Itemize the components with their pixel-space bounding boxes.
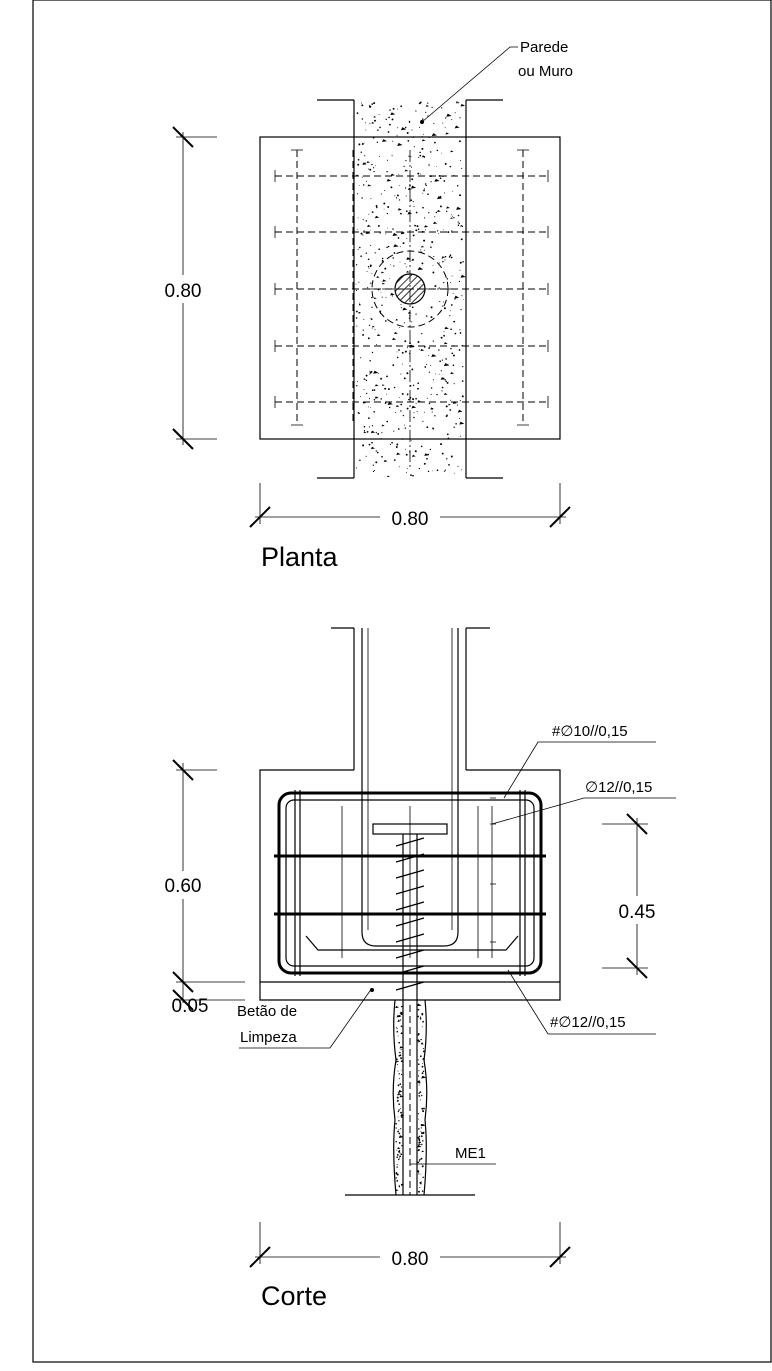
lean-concrete-label-1: Betão de [237,1003,297,1020]
section-footing-outline [259,769,561,1001]
plan-view: Parede ou Muro 0.80 0.80 Planta [156,39,573,572]
plan-wall-label-2: ou Muro [518,63,573,80]
section-threaded-bar [395,834,425,1195]
lean-concrete-label-2: Limpeza [240,1029,297,1046]
wall-concrete-texture [355,101,466,478]
section-width-dimension: 0.80 [249,1222,571,1271]
plan-micropile-core [394,273,426,305]
lean-concrete-leader [239,987,373,1049]
top-mesh-leader [503,741,656,799]
plan-width-value: 0.80 [392,509,429,530]
plan-micropile-outline [371,250,449,328]
bottom-mesh-label: #∅12//0,15 [550,1014,626,1031]
section-rebar-height-value: 0.45 [619,902,656,923]
plan-wall-leader [421,46,518,123]
plan-height-dimension: 0.80 [156,126,217,450]
plan-height-value: 0.80 [165,281,202,302]
section-height-dimension: 0.60 0.05 [156,759,245,1017]
plan-title: Planta [261,542,339,572]
plan-rebar-mesh [274,149,549,426]
stirrups-leader [491,797,676,825]
section-rebar-cage [274,790,546,976]
section-micropile [345,999,475,1196]
bottom-mesh-leader [507,969,656,1035]
top-mesh-label: #∅10//0,15 [552,723,628,740]
micropile-label: ME1 [455,1145,486,1162]
section-anchor-plate [372,823,448,835]
section-width-value: 0.80 [392,1249,429,1270]
sheet-border [32,0,772,1363]
section-rebar-height-dimension: 0.45 [602,813,666,979]
plan-width-dimension: 0.80 [249,483,571,531]
lean-concrete-height-value: 0.05 [172,996,209,1017]
plan-wall-label-1: Parede [520,39,568,56]
section-view: #∅10//0,15 ∅12//0,15 #∅12//0,15 Betão de… [156,627,676,1311]
stirrups-label: ∅12//0,15 [585,779,652,796]
section-title: Corte [261,1281,327,1311]
section-height-value: 0.60 [165,876,202,897]
micropile-grout-texture [395,1003,427,1193]
